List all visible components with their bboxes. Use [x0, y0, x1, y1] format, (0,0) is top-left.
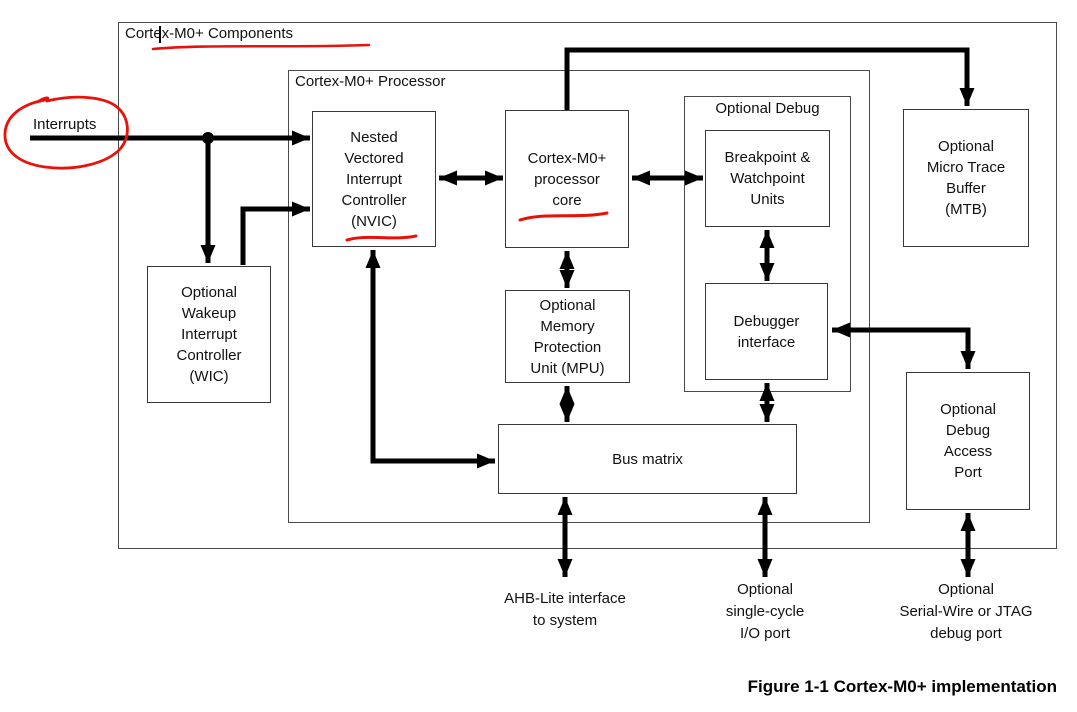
interrupts-label: Interrupts — [33, 116, 97, 133]
arrow-debugger-dap — [832, 322, 976, 369]
optional-debug-title: Optional Debug — [715, 100, 820, 117]
group-cortex-m0plus-processor: Cortex-M0+ Processor — [288, 70, 870, 523]
dap-box: Optional Debug Access Port — [906, 372, 1030, 510]
debugger-interface-box: Debugger interface — [705, 283, 828, 380]
processor-core-box: Cortex-M0+ processor core — [505, 110, 629, 248]
ahb-lite-label: AHB-Lite interface to system — [504, 590, 626, 629]
arrow-nvic-bus-matrix — [365, 250, 495, 469]
io-port-label: Optional single-cycle I/O port — [725, 581, 805, 642]
jtag-debug-port-label: Optional Serial-Wire or JTAG debug port — [899, 581, 1033, 642]
outer-group-title: Cortex-M0+ Components — [125, 25, 293, 42]
figure-caption: Figure 1-1 Cortex-M0+ implementation — [747, 677, 1057, 696]
wire-junction-dot — [202, 132, 214, 144]
inner-group-title: Cortex-M0+ Processor — [295, 73, 446, 90]
mpu-box: Optional Memory Protection Unit (MPU) — [505, 290, 630, 383]
wic-box: Optional Wakeup Interrupt Controller (WI… — [147, 266, 271, 403]
mtb-box: Optional Micro Trace Buffer (MTB) — [903, 109, 1029, 247]
text-cursor — [159, 26, 161, 43]
arrow-core-to-mtb — [564, 47, 975, 110]
breakpoint-watchpoint-box: Breakpoint & Watchpoint Units — [705, 130, 830, 227]
bus-matrix-box: Bus matrix — [498, 424, 797, 494]
arrow-wic-to-nvic — [240, 201, 310, 265]
group-cortex-m0plus-components: Cortex-M0+ Components — [118, 22, 1057, 549]
nvic-box: Nested Vectored Interrupt Controller (NV… — [312, 111, 436, 247]
